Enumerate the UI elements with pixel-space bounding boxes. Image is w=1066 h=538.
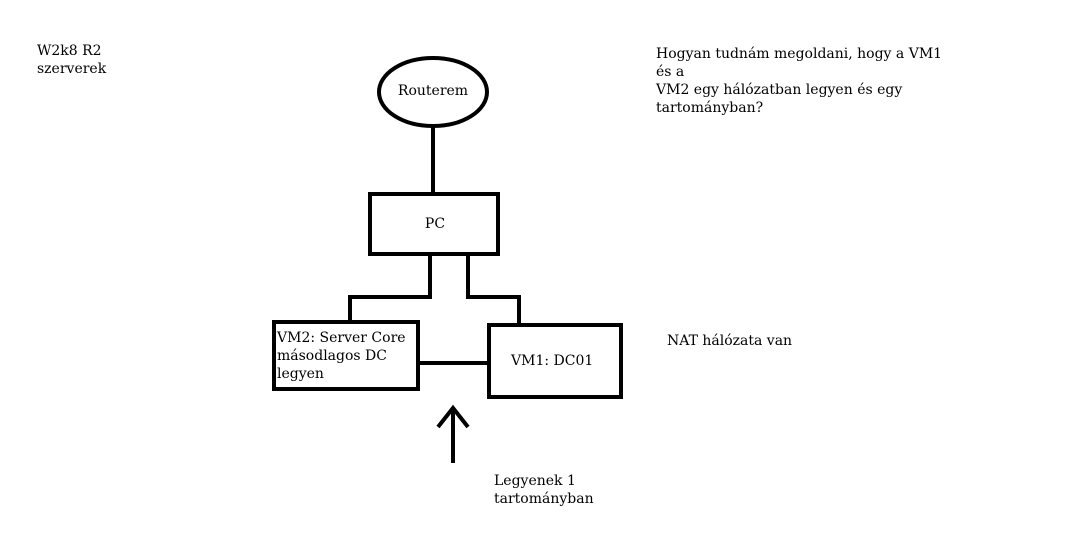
- vm1-node: [487, 323, 623, 399]
- servers-note: W2k8 R2 szerverek: [37, 43, 107, 77]
- pc-vm2-link: [348, 254, 432, 322]
- nat-note: NAT hálózata van: [667, 333, 793, 349]
- pc-vm1-link: [466, 254, 521, 325]
- vm2-node: [272, 320, 420, 391]
- vm1-label: VM1: DC01: [511, 353, 594, 369]
- vm2-label: VM2: Server Core másodlagos DC legyen: [277, 330, 406, 382]
- pc-node: [368, 192, 500, 256]
- question-note: Hogyan tudnám megoldani, hogy a VM1 és a…: [656, 46, 943, 116]
- up-arrow-icon: [436, 404, 470, 463]
- domain-note: Legyenek 1 tartományban: [494, 473, 594, 507]
- pc-label: PC: [424, 216, 446, 232]
- router-label: Routerem: [397, 83, 469, 99]
